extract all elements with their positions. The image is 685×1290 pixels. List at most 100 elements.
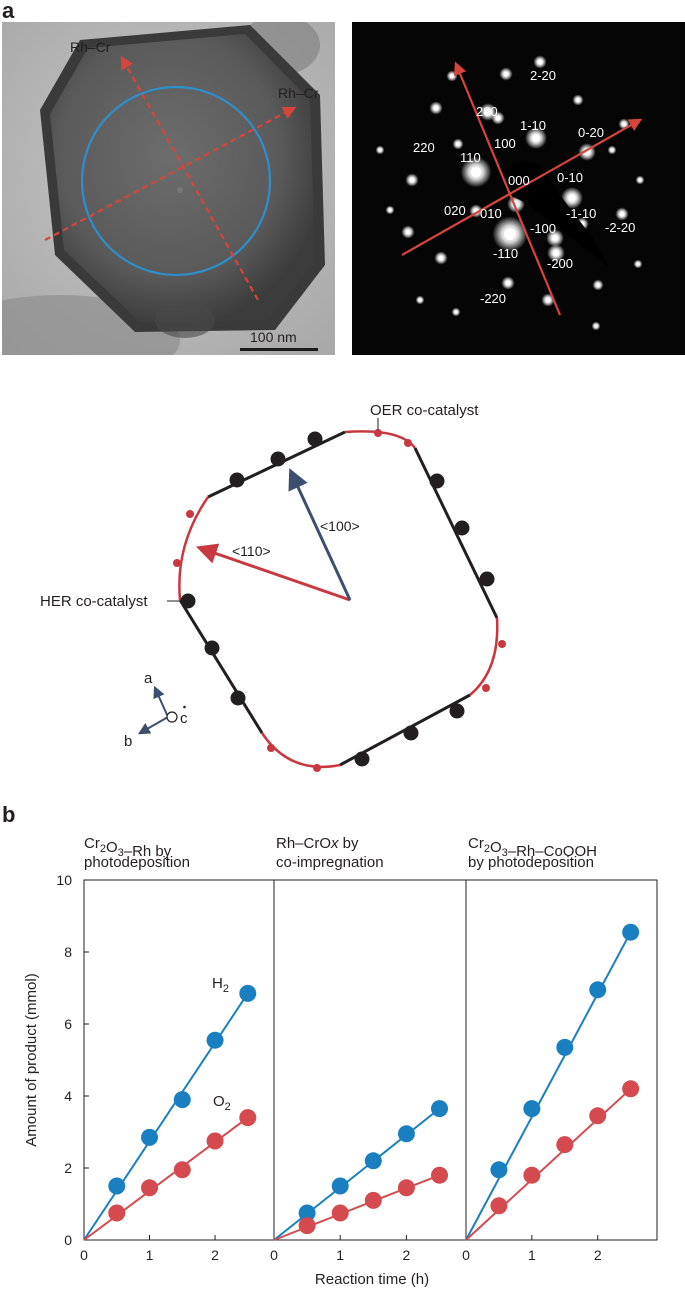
diffraction-spot xyxy=(405,229,411,235)
x-tick-label: 0 xyxy=(80,1247,88,1263)
subplot-3-title-line1: Cr2O3–Rh–CoOOH xyxy=(468,835,597,860)
diffraction-spot xyxy=(610,148,614,152)
point-o2 xyxy=(141,1179,159,1197)
point-o2 xyxy=(298,1217,316,1235)
axis-a-label: a xyxy=(144,670,153,687)
diffraction-spot-label: 0-10 xyxy=(557,170,583,185)
x-tick-label: 2 xyxy=(211,1247,219,1263)
title-part: by xyxy=(339,835,360,852)
diffraction-spot xyxy=(596,283,600,287)
her-particle xyxy=(230,690,246,706)
diffraction-spot-label: 0-20 xyxy=(578,125,604,140)
h2-label-main: H xyxy=(212,975,223,992)
o2-label-main: O xyxy=(213,1093,225,1110)
title-part: Cr xyxy=(84,835,100,852)
vector-110 xyxy=(196,543,351,602)
axis-a-arrow xyxy=(153,685,169,718)
h2-series-label: H2 xyxy=(212,975,229,995)
diffraction-spot-label: -220 xyxy=(480,291,506,306)
facet-110-edge-4 xyxy=(178,496,210,601)
point-o2 xyxy=(239,1109,257,1127)
diffraction-spot xyxy=(378,148,382,152)
her-particle xyxy=(449,703,465,719)
axis-b-arrow xyxy=(137,716,169,735)
diffraction-spot xyxy=(503,71,509,77)
fit-line-h2 xyxy=(83,992,249,1241)
title-part: Rh–CrO xyxy=(276,835,331,852)
axis-b-label: b xyxy=(124,733,132,750)
diffraction-spot xyxy=(485,109,491,115)
diffraction-spot-label: -200 xyxy=(547,256,573,271)
diffraction-spot-label: 110 xyxy=(460,150,481,165)
her-particle xyxy=(479,571,495,587)
oer-particle xyxy=(374,429,382,437)
vector-110-label: <110> xyxy=(232,543,271,559)
diffraction-spot-label: -100 xyxy=(530,221,556,236)
point-o2 xyxy=(173,1161,191,1179)
point-o2 xyxy=(589,1107,607,1125)
tem-arrow-1 xyxy=(120,55,259,301)
diffraction-spot xyxy=(450,74,454,78)
point-h2 xyxy=(490,1161,508,1179)
point-o2 xyxy=(397,1179,415,1197)
subplot-1-title-line1: Cr2O3–Rh by xyxy=(84,835,172,860)
diffraction-spot xyxy=(418,298,422,302)
y-tick-label: 8 xyxy=(64,944,72,960)
her-particle xyxy=(429,473,445,489)
oer-particle xyxy=(482,684,490,692)
oer-particle xyxy=(267,744,275,752)
fit-line-o2 xyxy=(273,1174,440,1241)
y-tick-label: 6 xyxy=(64,1016,72,1032)
oer-particle xyxy=(173,559,181,567)
diffraction-spot xyxy=(537,59,543,65)
y-tick-label: 2 xyxy=(64,1160,72,1176)
diffraction-spot xyxy=(552,235,558,241)
cocatalyst-schematic: <110> <100> OER co-catalyst HER co-catal… xyxy=(40,402,506,772)
diffraction-spot xyxy=(619,211,625,217)
axis-c-dot xyxy=(183,705,186,709)
axis-c-label: c xyxy=(180,710,188,727)
fit-line-o2 xyxy=(465,1088,632,1241)
her-particle xyxy=(204,640,220,656)
axis-c-symbol xyxy=(166,711,178,723)
her-particle xyxy=(307,431,323,447)
her-particle xyxy=(180,593,196,609)
diffraction-spot xyxy=(553,250,559,256)
point-h2 xyxy=(141,1128,159,1146)
title-part: x xyxy=(330,835,339,852)
panel-b-letter: b xyxy=(2,802,15,827)
tem-arrow-2 xyxy=(44,106,297,241)
facet-110-edge-3 xyxy=(260,732,341,769)
title-part: 2 xyxy=(100,843,106,855)
oer-particle xyxy=(404,439,412,447)
diffraction-spot xyxy=(636,262,640,266)
point-h2 xyxy=(622,923,640,941)
diffraction-spot xyxy=(576,98,580,102)
point-o2 xyxy=(364,1191,382,1209)
beam-stop xyxy=(503,162,608,266)
tem-label-rh-cr-1: Rh–Cr xyxy=(70,39,111,55)
y-tick-label: 4 xyxy=(64,1088,72,1104)
point-h2 xyxy=(556,1038,574,1056)
o2-series-label: O2 xyxy=(213,1093,231,1113)
diffraction-spot xyxy=(438,255,444,261)
oer-particle xyxy=(186,510,194,518)
diffraction-spot-label: 2-20 xyxy=(530,68,556,83)
her-particle xyxy=(403,725,419,741)
diffraction-spot-label: 020 xyxy=(444,203,466,218)
facet-100-edge-2 xyxy=(413,447,499,619)
oer-label: OER co-catalyst xyxy=(370,402,479,419)
diffraction-spot xyxy=(504,228,516,240)
title-part: O xyxy=(106,839,118,856)
x-tick-label: 0 xyxy=(270,1247,278,1263)
y-tick-label: 10 xyxy=(56,872,72,888)
oer-particle xyxy=(313,764,321,772)
diffraction-spot-label: 000 xyxy=(508,173,530,188)
point-h2 xyxy=(331,1177,349,1195)
point-h2 xyxy=(173,1091,191,1109)
diffraction-arrow-1 xyxy=(453,61,562,316)
point-o2 xyxy=(523,1166,541,1184)
title-part: O xyxy=(490,839,502,856)
